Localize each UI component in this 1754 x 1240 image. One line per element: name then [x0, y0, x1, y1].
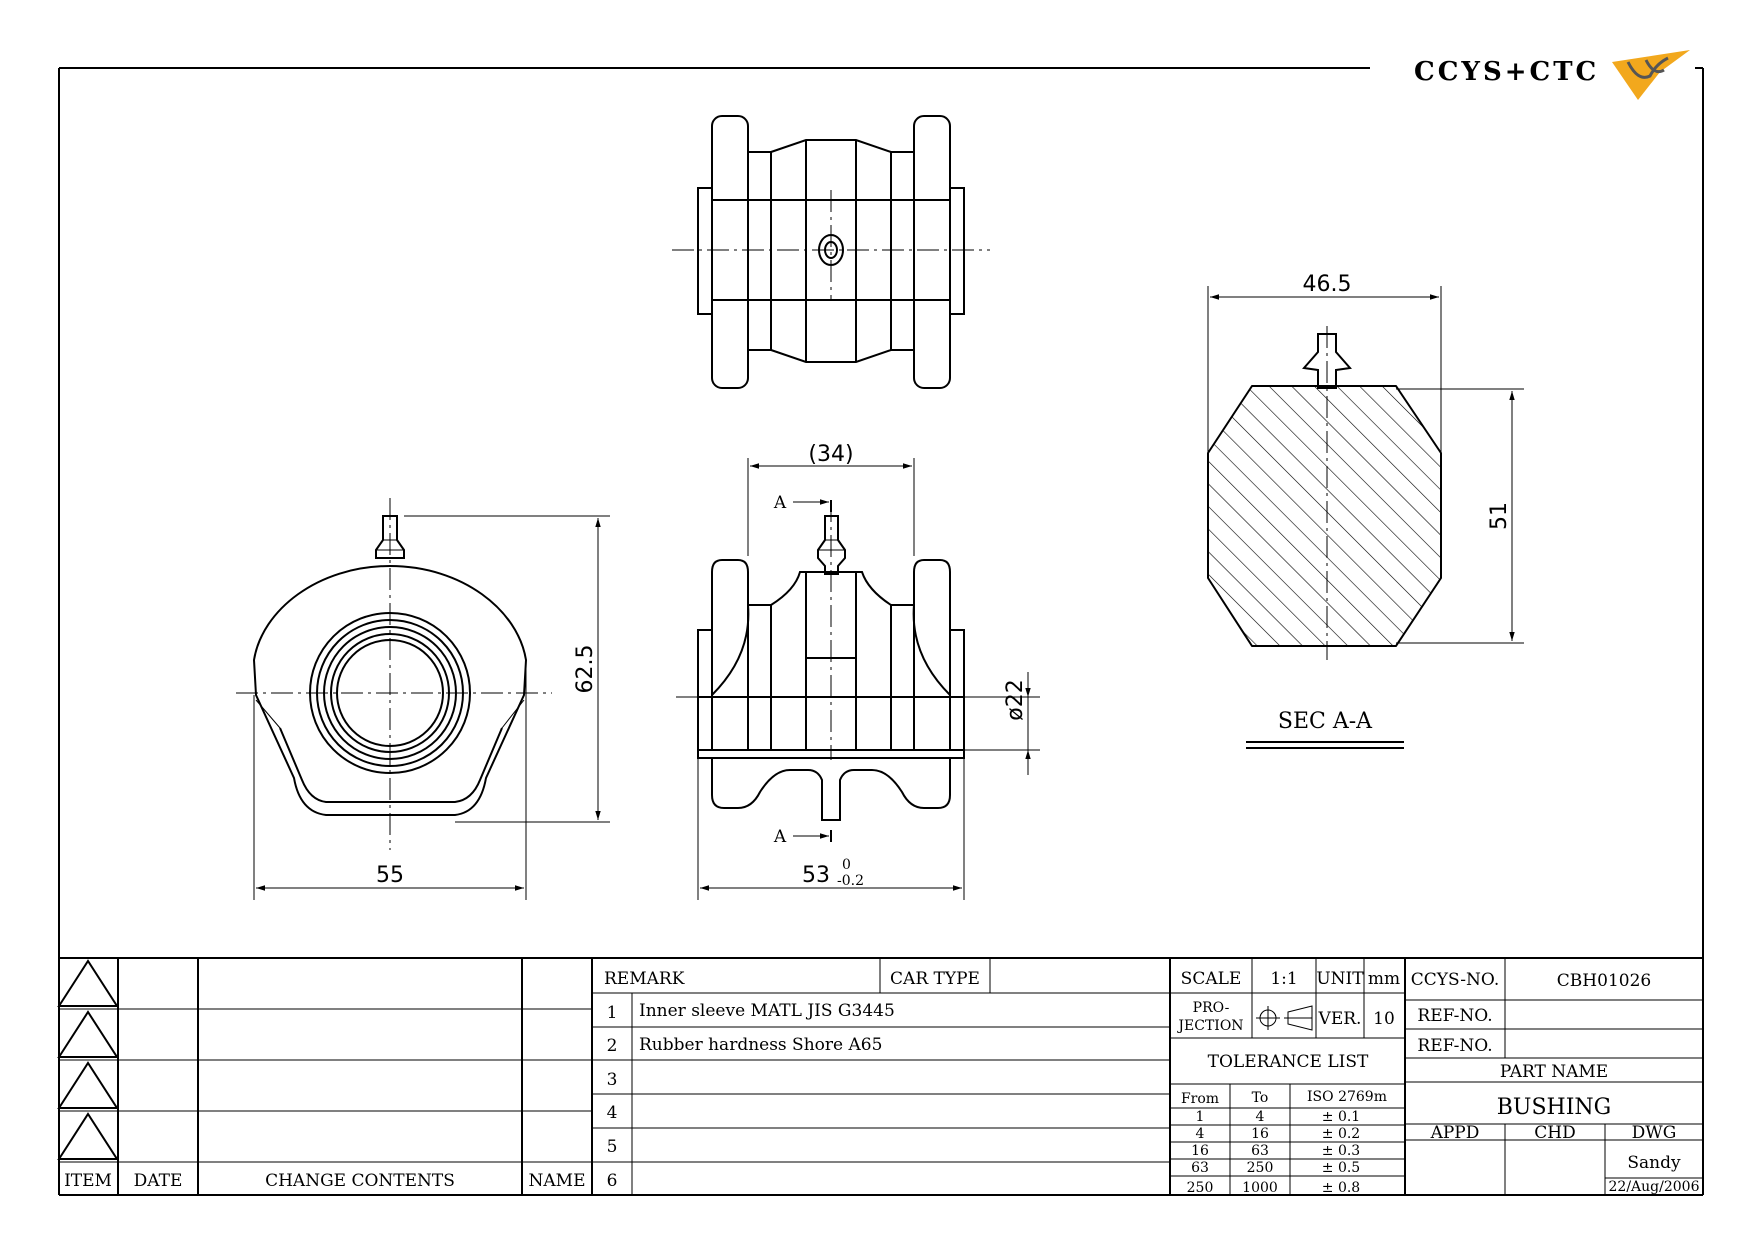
part-name-label: PART NAME	[1500, 1062, 1608, 1082]
remark-row-no: 6	[607, 1171, 618, 1191]
tol-cell: 16	[1191, 1143, 1209, 1159]
remark-row-no: 5	[607, 1137, 618, 1157]
dim-side-width: 55	[376, 863, 404, 888]
chd-label: CHD	[1534, 1123, 1575, 1143]
scale-label: SCALE	[1181, 969, 1242, 989]
section-view: 46.5 51 SEC A-A	[1207, 272, 1524, 749]
front-view: A A (34) 53 0 -0.2 ø22	[676, 442, 1040, 900]
tol-cell: 16	[1251, 1126, 1269, 1142]
ccys-no-label: CCYS-NO.	[1411, 970, 1499, 990]
projection-label-1: PRO-	[1193, 1000, 1230, 1016]
side-view: 55 62.5	[236, 498, 610, 900]
revision-table: ITEM DATE CHANGE CONTENTS NAME	[57, 958, 593, 1195]
tol-cell: 1000	[1242, 1180, 1278, 1196]
dim-section-height: 51	[1487, 502, 1512, 530]
section-title: SEC A-A	[1278, 709, 1373, 734]
appd-label: APPD	[1430, 1123, 1480, 1143]
tol-header-iso: ISO 2769m	[1307, 1089, 1387, 1105]
section-mark-top: A	[773, 493, 787, 513]
rev-header-date: DATE	[134, 1171, 183, 1191]
remark-row-no: 2	[607, 1036, 618, 1056]
remark-header: REMARK	[604, 969, 685, 989]
rev-header-item: ITEM	[64, 1171, 112, 1191]
logo-text: CCYS+CTC	[1414, 57, 1599, 87]
unit-value: mm	[1368, 969, 1400, 989]
section-mark-bottom: A	[773, 827, 787, 847]
ref-no-label-1: REF-NO.	[1417, 1006, 1492, 1026]
ccys-no-value: CBH01026	[1557, 971, 1651, 991]
company-logo: CCYS+CTC	[1414, 50, 1690, 100]
tol-cell: 1	[1196, 1109, 1205, 1125]
tol-cell: 63	[1251, 1143, 1269, 1159]
ref-no-label-2: REF-NO.	[1417, 1036, 1492, 1056]
part-info: CCYS-NO. CBH01026 REF-NO. REF-NO. PART N…	[1405, 958, 1703, 1195]
remarks-table: REMARK CAR TYPE 1 Inner sleeve MATL JIS …	[592, 958, 1171, 1195]
car-type-label: CAR TYPE	[890, 969, 980, 989]
tol-cell: ± 0.8	[1322, 1180, 1360, 1196]
dim-front-tol-upper: 0	[842, 857, 851, 873]
tol-cell: 4	[1196, 1126, 1205, 1142]
projection-symbol-icon	[1256, 1005, 1313, 1031]
dwg-date: 22/Aug/2006	[1609, 1179, 1700, 1195]
scale-value: 1:1	[1270, 969, 1297, 989]
dim-front-tol-lower: -0.2	[837, 873, 864, 889]
remark-row-no: 1	[607, 1003, 618, 1023]
spec-table: SCALE 1:1 UNIT mm PRO- JECTION VER. 10 T…	[1170, 958, 1406, 1196]
top-view	[672, 115, 990, 389]
remark-row-no: 4	[607, 1103, 618, 1123]
part-name-value: BUSHING	[1497, 1095, 1611, 1120]
remark-row-text: Rubber hardness Shore A65	[639, 1035, 882, 1055]
tolerance-table: From To ISO 2769m 1 4 ± 0.1 4 16 ± 0.2 1…	[1170, 1084, 1405, 1196]
rev-header-name: NAME	[529, 1171, 586, 1191]
tol-cell: ± 0.3	[1322, 1143, 1360, 1159]
title-block: ITEM DATE CHANGE CONTENTS NAME REMARK CA…	[57, 957, 1703, 1196]
ver-value: 10	[1373, 1009, 1395, 1029]
tol-cell: ± 0.5	[1322, 1160, 1360, 1176]
dwg-name: Sandy	[1627, 1153, 1681, 1173]
unit-label: UNIT	[1316, 969, 1364, 989]
tol-cell: ± 0.1	[1322, 1109, 1360, 1125]
tol-cell: 250	[1247, 1160, 1274, 1176]
ver-label: VER.	[1318, 1009, 1362, 1029]
tol-header-to: To	[1252, 1090, 1269, 1106]
dim-side-height: 62.5	[573, 645, 598, 694]
dim-section-width: 46.5	[1303, 272, 1352, 297]
remark-row-text: Inner sleeve MATL JIS G3445	[639, 1001, 895, 1021]
tol-cell: 4	[1256, 1109, 1265, 1125]
tol-cell: 63	[1191, 1160, 1209, 1176]
dwg-label: DWG	[1632, 1123, 1677, 1143]
tol-cell: 250	[1187, 1180, 1214, 1196]
sheet-border	[58, 67, 1704, 1196]
remark-row-no: 3	[607, 1070, 618, 1090]
tolerance-title: TOLERANCE LIST	[1208, 1052, 1369, 1072]
rev-header-change-contents: CHANGE CONTENTS	[265, 1171, 455, 1191]
dim-front-width: 53	[802, 863, 830, 888]
tol-cell: ± 0.2	[1322, 1126, 1360, 1142]
dim-front-inner: (34)	[808, 442, 853, 467]
projection-label-2: JECTION	[1176, 1018, 1243, 1034]
dim-front-dia: ø22	[1003, 679, 1028, 720]
tol-header-from: From	[1181, 1091, 1219, 1107]
revision-triangles	[57, 959, 119, 1160]
